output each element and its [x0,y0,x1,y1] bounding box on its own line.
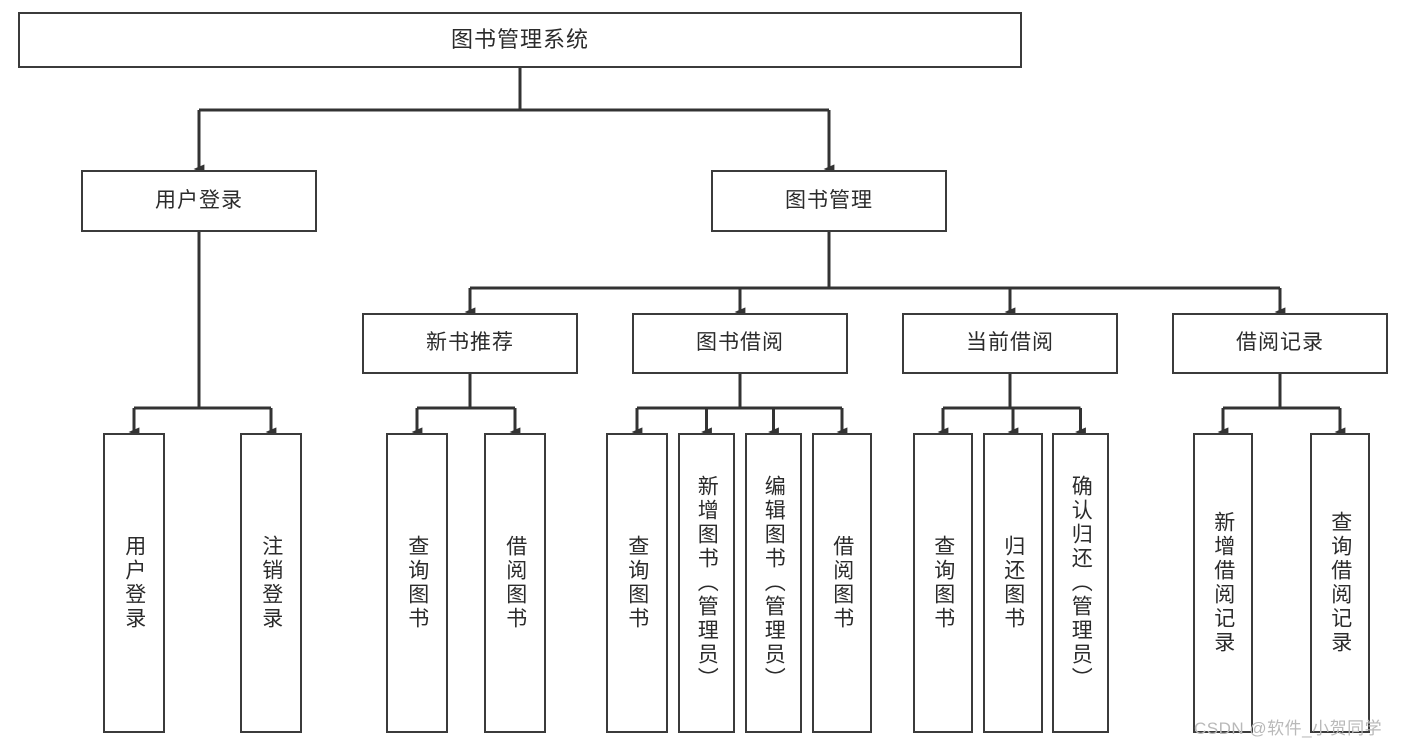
node-label: 用户登录 [155,188,243,212]
node-user-login[interactable]: 用户登录 [81,170,317,232]
node-label: 图书管理系统 [450,27,589,53]
node-label: 借阅图书 [830,535,854,631]
node-leaf-rec-query2[interactable]: 查询借阅记录 [1310,433,1370,733]
node-leaf-user-logout[interactable]: 注销登录 [240,433,302,733]
node-label: 编辑图书（管理员） [762,475,786,691]
node-leaf-borrow-borrow[interactable]: 借阅图书 [812,433,872,733]
node-root[interactable]: 图书管理系统 [18,12,1022,68]
node-label: 查询图书 [405,535,429,631]
node-leaf-borrow-edit[interactable]: 编辑图书（管理员） [745,433,802,733]
node-label: 用户登录 [122,535,146,631]
node-leaf-cur-query[interactable]: 查询图书 [913,433,973,733]
node-leaf-borrow-add[interactable]: 新增图书（管理员） [678,433,735,733]
node-borrow-record[interactable]: 借阅记录 [1172,313,1388,374]
node-label: 查询借阅记录 [1328,511,1352,655]
node-label: 新书推荐 [426,331,514,355]
node-label: 图书借阅 [696,331,784,355]
node-leaf-rec-borrow[interactable]: 借阅图书 [484,433,546,733]
node-label: 借阅图书 [503,535,527,631]
node-leaf-cur-confirm[interactable]: 确认归还（管理员） [1052,433,1109,733]
node-new-book-rec[interactable]: 新书推荐 [362,313,578,374]
node-label: 新增借阅记录 [1211,511,1235,655]
node-book-manage[interactable]: 图书管理 [711,170,947,232]
node-label: 新增图书（管理员） [695,475,719,691]
node-label: 当前借阅 [966,331,1054,355]
node-leaf-rec-query[interactable]: 查询图书 [386,433,448,733]
node-label: 查询图书 [931,535,955,631]
node-label: 归还图书 [1001,535,1025,631]
node-label: 图书管理 [785,188,873,212]
node-label: 查询图书 [625,535,649,631]
csdn-watermark: CSDN @软件_小贺同学 [1194,719,1383,738]
node-label: 注销登录 [259,535,283,631]
node-label: 借阅记录 [1236,331,1324,355]
node-label: 确认归还（管理员） [1069,475,1093,691]
node-book-borrow[interactable]: 图书借阅 [632,313,848,374]
node-leaf-rec-add[interactable]: 新增借阅记录 [1193,433,1253,733]
node-leaf-borrow-query[interactable]: 查询图书 [606,433,668,733]
node-leaf-user-login[interactable]: 用户登录 [103,433,165,733]
node-leaf-cur-return[interactable]: 归还图书 [983,433,1043,733]
node-current-borrow[interactable]: 当前借阅 [902,313,1118,374]
